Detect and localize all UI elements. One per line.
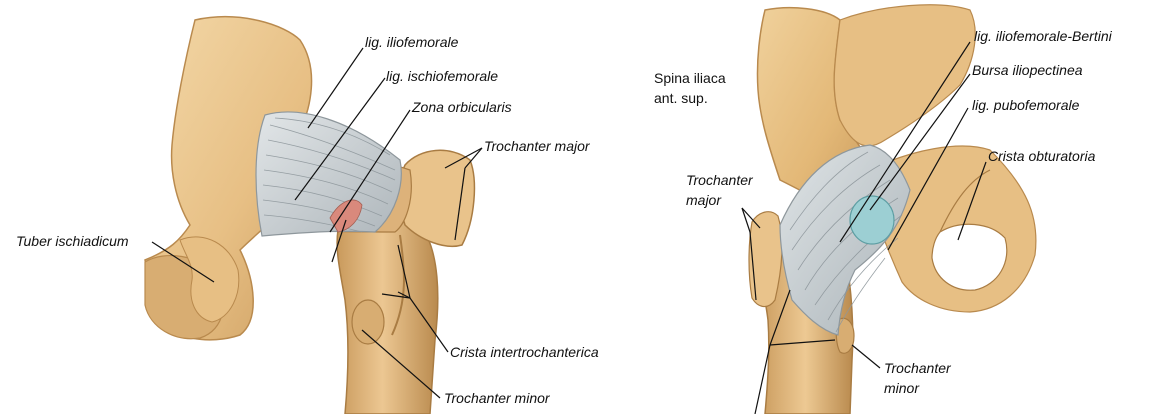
label-crista-obturatoria: Crista obturatoria — [988, 148, 1095, 164]
label-lig-pubofemorale: lig. pubofemorale — [972, 97, 1079, 113]
label-lig-iliofemorale: lig. iliofemorale — [365, 34, 458, 50]
capsule-ligaments — [256, 112, 401, 236]
label-zona-orbicularis: Zona orbicularis — [412, 99, 512, 115]
label-lig-ischiofemorale: lig. ischiofemorale — [386, 68, 498, 84]
label-spina-iliaca-line1: Spina iliaca — [654, 70, 726, 86]
label-lig-iliofemorale-bertini: lig. iliofemorale-Bertini — [974, 28, 1112, 44]
posterior-view-panel: lig. iliofemorale lig. ischiofemorale Zo… — [0, 0, 640, 414]
greater-trochanter — [749, 212, 782, 307]
label-trochanter-minor-line2: minor — [884, 380, 919, 396]
lesser-trochanter — [352, 300, 384, 344]
label-crista-intertrochanterica: Crista intertrochanterica — [450, 344, 599, 360]
label-tuber-ischiadicum: Tuber ischiadicum — [16, 233, 129, 249]
label-trochanter-major-line1: Trochanter — [686, 172, 753, 188]
label-spina-iliaca-line2: ant. sup. — [654, 90, 708, 106]
bursa-iliopectinea — [850, 196, 894, 244]
iliac-wing-right — [834, 5, 975, 146]
anterior-view-panel: Spina iliaca ant. sup. lig. iliofemorale… — [640, 0, 1156, 414]
label-trochanter-major-line2: major — [686, 192, 721, 208]
label-trochanter-minor-line1: Trochanter — [884, 360, 951, 376]
label-bursa-iliopectinea: Bursa iliopectinea — [972, 62, 1083, 78]
label-trochanter-major: Trochanter major — [484, 138, 590, 154]
label-trochanter-minor: Trochanter minor — [444, 390, 550, 406]
